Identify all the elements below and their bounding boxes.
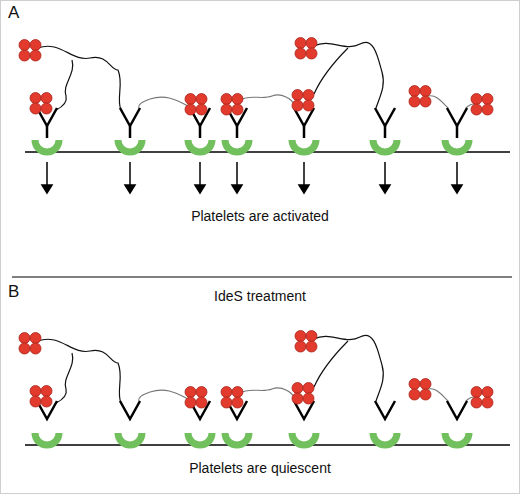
arrow-head bbox=[125, 185, 135, 193]
panel-caption: Platelets are activated bbox=[110, 208, 410, 225]
panel-scene bbox=[19, 38, 510, 153]
panel-divider bbox=[12, 277, 512, 278]
signal-arrow bbox=[384, 162, 386, 186]
signal-arrow bbox=[456, 162, 458, 186]
signal-arrow bbox=[129, 162, 131, 186]
arrow-head bbox=[380, 185, 390, 193]
arrow-head bbox=[195, 185, 205, 193]
treatment-label: IdeS treatment bbox=[110, 288, 410, 305]
panel-caption: Platelets are quiescent bbox=[110, 460, 410, 477]
panel-scene bbox=[19, 331, 510, 446]
signal-arrow bbox=[236, 162, 238, 186]
arrow-head bbox=[299, 185, 309, 193]
arrow-head bbox=[452, 185, 462, 193]
antibody-stem bbox=[236, 126, 239, 138]
antibody-stem bbox=[384, 126, 387, 138]
arrow-head bbox=[42, 185, 52, 193]
antibody-stem bbox=[46, 126, 49, 138]
antibody-stem bbox=[199, 126, 202, 138]
signal-arrow bbox=[46, 162, 48, 186]
antibody-stem bbox=[456, 126, 459, 138]
signal-arrow bbox=[199, 162, 201, 186]
panel-letter: A bbox=[8, 3, 48, 23]
antibody-stem bbox=[303, 126, 306, 138]
signal-arrow bbox=[303, 162, 305, 186]
antibody-stem bbox=[129, 126, 132, 138]
panel-letter: B bbox=[8, 282, 48, 302]
arrow-head bbox=[232, 185, 242, 193]
